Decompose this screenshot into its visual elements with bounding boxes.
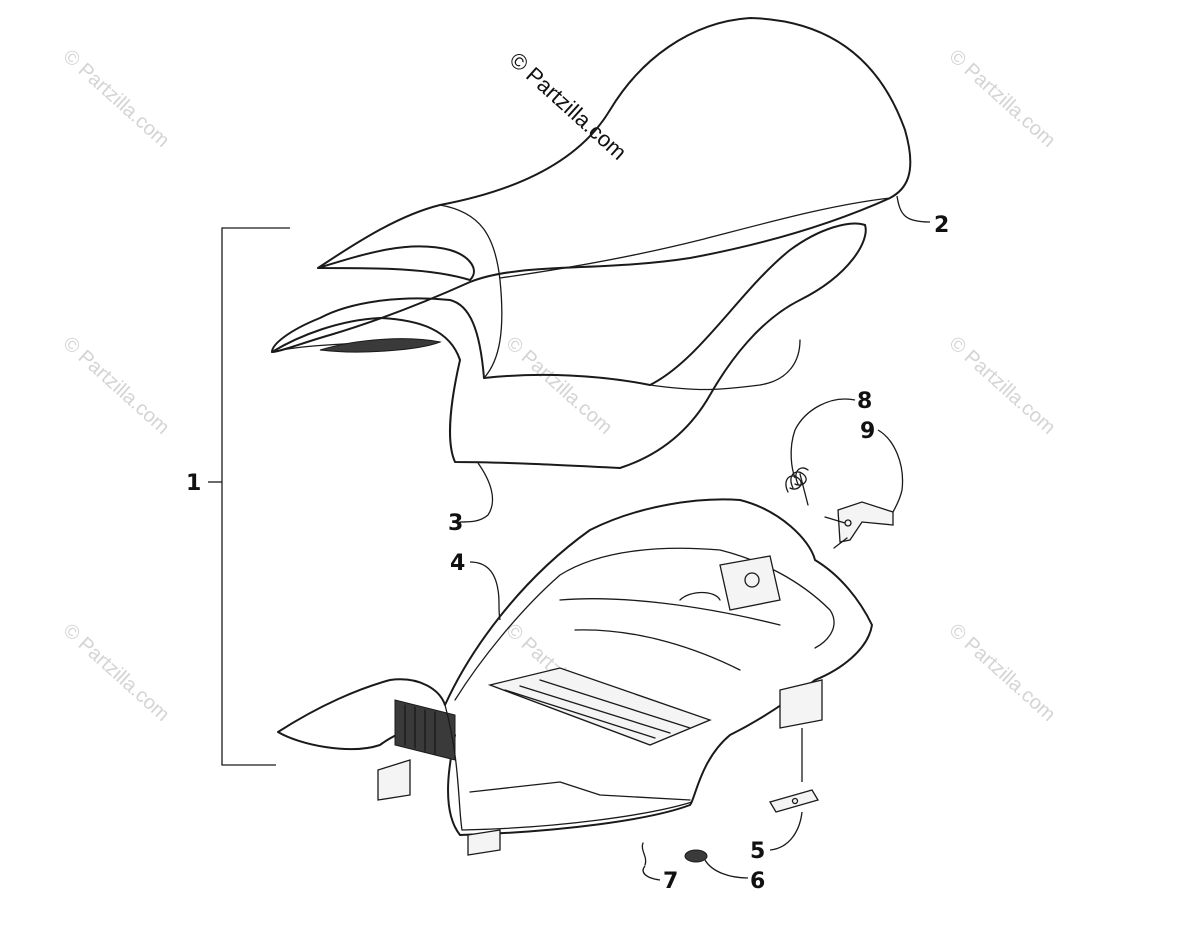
watermark: © Partzilla.com <box>502 332 617 439</box>
leader-lines <box>208 195 931 881</box>
callout-2: 2 <box>934 213 949 238</box>
seat-base <box>277 498 873 856</box>
watermark: © Partzilla.com <box>59 332 174 439</box>
callout-8: 8 <box>857 389 872 414</box>
small-parts <box>641 789 819 866</box>
watermark: © Partzilla.com <box>945 619 1060 726</box>
callout-1: 1 <box>186 471 201 496</box>
callout-7: 7 <box>663 869 678 894</box>
seat-cover <box>271 17 912 386</box>
seat-foam <box>271 224 867 469</box>
watermark: © Partzilla.com <box>59 619 174 726</box>
callout-3: 3 <box>448 511 463 536</box>
spring-part-8 <box>785 467 809 493</box>
callout-6: 6 <box>750 869 765 894</box>
watermark: © Partzilla.com <box>945 45 1060 152</box>
clip-part-7 <box>641 842 647 866</box>
bumper-part-5 <box>769 789 819 813</box>
grommet-part-6 <box>684 849 708 863</box>
callout-labels: 1 2 3 4 5 6 7 8 9 <box>186 213 949 894</box>
latch-assembly <box>785 467 894 549</box>
callout-9: 9 <box>860 419 875 444</box>
watermark: © Partzilla.com <box>59 45 174 152</box>
latch-part-9 <box>837 501 894 543</box>
callout-5: 5 <box>750 839 765 864</box>
watermark: © Partzilla.com <box>945 332 1060 439</box>
callout-4: 4 <box>450 551 465 576</box>
